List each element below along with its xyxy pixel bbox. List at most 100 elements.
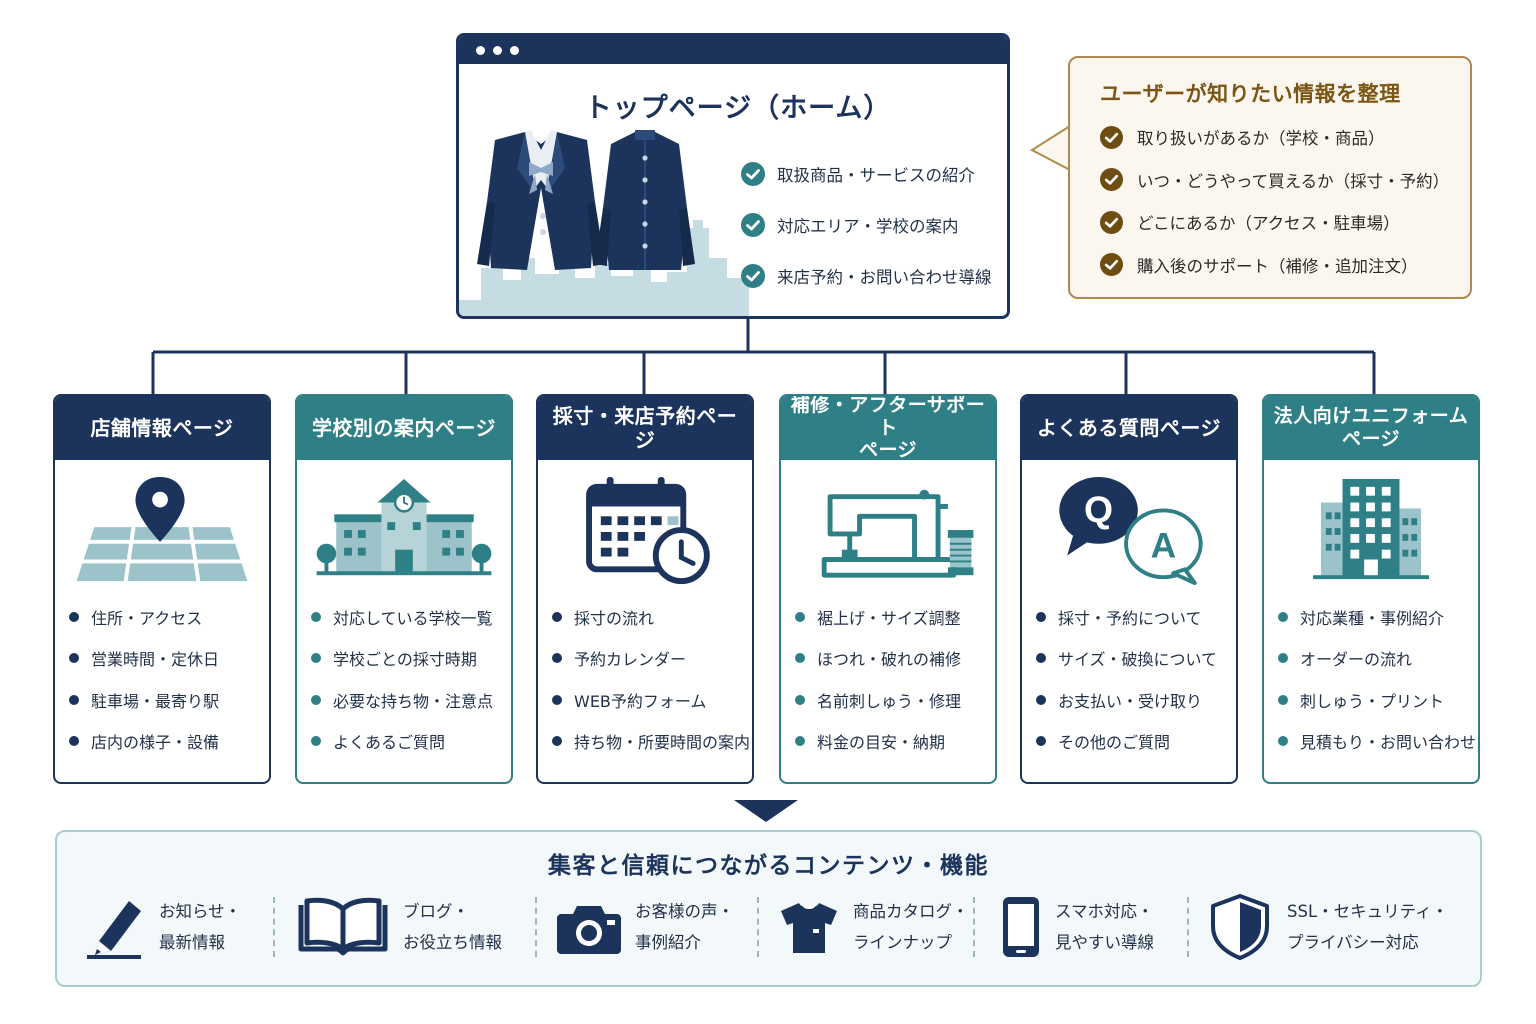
top-feature-item: 来店予約・お問い合わせ導線 xyxy=(741,250,992,301)
card-title-line: ページ xyxy=(858,439,918,462)
list-item: 予約カレンダー xyxy=(552,638,750,680)
user-need-item: いつ・どうやって買えるか（採寸・予約） xyxy=(1100,159,1449,202)
feature-label-line: 最新情報 xyxy=(159,933,225,952)
feature-label: SSL・セキュリティ・ プライバシー対応 xyxy=(1287,896,1448,958)
list-item: 店内の様子・設備 xyxy=(69,721,219,763)
feature-security: SSL・セキュリティ・ プライバシー対応 xyxy=(1211,892,1448,962)
bullet-icon xyxy=(311,653,321,664)
card-title: 補修・アフターサポートページ xyxy=(781,396,995,462)
bullet-icon xyxy=(795,611,805,622)
top-feature-label: 対応エリア・学校の案内 xyxy=(777,216,959,236)
divider xyxy=(273,897,275,957)
user-need-item: 取り扱いがあるか（学校・商品） xyxy=(1100,116,1449,159)
check-circle-icon xyxy=(1100,210,1123,234)
list-item-label: 料金の目安・納期 xyxy=(817,733,946,753)
feature-catalog: 商品カタログ・ ラインナップ xyxy=(779,892,969,962)
list-item-label: 裾上げ・サイズ調整 xyxy=(817,608,961,628)
list-item-label: 必要な持ち物・注意点 xyxy=(333,691,494,711)
tshirt-icon xyxy=(781,903,837,953)
bullet-icon xyxy=(69,736,79,747)
feature-label-line: 事例紹介 xyxy=(635,933,701,952)
feature-label-line: お役立ち情報 xyxy=(403,933,502,952)
feature-label: 商品カタログ・ ラインナップ xyxy=(853,896,969,958)
list-item-label: 採寸の流れ xyxy=(574,608,655,628)
bullet-icon xyxy=(311,736,321,747)
bullet-icon xyxy=(311,611,321,622)
list-item-label: ほつれ・破れの補修 xyxy=(817,650,962,670)
bullet-icon xyxy=(69,653,79,664)
top-feature-label: 取扱商品・サービスの紹介 xyxy=(777,165,975,185)
bullet-icon xyxy=(552,653,562,664)
window-dot-icon xyxy=(510,46,519,55)
top-page-feature-list: 取扱商品・サービスの紹介 対応エリア・学校の案内 来店予約・お問い合わせ導線 xyxy=(741,148,992,301)
list-item: 対応業種・事例紹介 xyxy=(1278,596,1476,638)
feature-label-line: ラインナップ xyxy=(853,933,952,952)
user-need-item: 購入後のサポート（補修・追加注文） xyxy=(1100,244,1449,287)
open-book-icon xyxy=(298,897,388,956)
qa-bubbles-icon: Q A xyxy=(1059,477,1203,586)
check-circle-icon xyxy=(741,161,765,186)
card-title-line: ページ xyxy=(1341,428,1401,450)
feature-label: お知らせ・ 最新情報 xyxy=(159,896,241,958)
feature-blog: ブログ・ お役立ち情報 xyxy=(297,892,502,962)
list-item-label: 採寸・予約について xyxy=(1058,608,1202,628)
divider xyxy=(973,897,975,957)
bullet-icon xyxy=(1278,736,1288,747)
store-info-page-card: 店舗情報ページ 住所・アクセス 営業時間・定休日 駐車場・最寄り駅 店内の様子・… xyxy=(53,394,271,784)
calendar-clock-icon xyxy=(586,477,710,585)
smartphone-icon xyxy=(1003,897,1039,957)
bullet-icon xyxy=(311,694,321,705)
user-need-label: 取り扱いがあるか（学校・商品） xyxy=(1137,129,1385,149)
list-item-label: 見積もり・お問い合わせ xyxy=(1300,733,1477,753)
divider xyxy=(757,897,759,957)
list-item: 住所・アクセス xyxy=(69,596,219,638)
list-item-label: 持ち物・所要時間の案内 xyxy=(574,733,751,753)
card-title-line: 法人向けユニフォーム xyxy=(1273,405,1469,428)
list-item: WEB予約フォーム xyxy=(552,679,750,721)
feature-label: ブログ・ お役立ち情報 xyxy=(403,896,502,958)
list-item: 学校ごとの採寸時期 xyxy=(311,638,493,680)
user-need-item: どこにあるか（アクセス・駐車場） xyxy=(1100,201,1449,244)
camera-icon xyxy=(557,906,621,954)
user-needs-list: 取り扱いがあるか（学校・商品） いつ・どうやって買えるか（採寸・予約） どこにあ… xyxy=(1100,116,1449,286)
card-item-list: 対応業種・事例紹介 オーダーの流れ 刺しゅう・プリント 見積もり・お問い合わせ xyxy=(1278,596,1476,762)
user-needs-bubble: ユーザーが知りたい情報を整理 取り扱いがあるか（学校・商品） いつ・どうやって買… xyxy=(1068,56,1472,299)
divider xyxy=(535,897,537,957)
list-item: 裾上げ・サイズ調整 xyxy=(795,596,961,638)
list-item-label: 刺しゅう・プリント xyxy=(1300,691,1445,711)
card-item-list: 対応している学校一覧 学校ごとの採寸時期 必要な持ち物・注意点 よくあるご質問 xyxy=(311,596,493,762)
repair-support-page-card: 補修・アフターサポートページ 裾上げ・サイズ調整 ほつれ・破れの補修 名前刺しゅ… xyxy=(779,394,997,784)
school-guide-page-card: 学校別の案内ページ 対応している学校一覧 学校ごとの採寸時期 必要な持ち物・注意… xyxy=(295,394,513,784)
bullet-icon xyxy=(795,653,805,664)
list-item-label: 住所・アクセス xyxy=(91,608,203,628)
window-titlebar xyxy=(459,36,1007,64)
bullet-icon xyxy=(1036,736,1046,747)
bullet-icon xyxy=(795,694,805,705)
top-page-window: トップページ（ホーム） xyxy=(456,33,1010,319)
feature-label: お客様の声・ 事例紹介 xyxy=(635,896,734,958)
top-feature-label: 来店予約・お問い合わせ導線 xyxy=(777,267,992,287)
list-item-label: 対応業種・事例紹介 xyxy=(1300,608,1445,628)
bullet-icon xyxy=(1278,653,1288,664)
feature-label-line: SSL・セキュリティ・ xyxy=(1287,902,1449,921)
svg-text:Q: Q xyxy=(1084,488,1113,530)
top-page-title: トップページ（ホーム） xyxy=(584,93,892,124)
school-building-icon xyxy=(316,478,492,576)
list-item: よくあるご質問 xyxy=(311,721,493,763)
check-circle-icon xyxy=(1100,168,1123,192)
card-item-list: 採寸・予約について サイズ・破換について お支払い・受け取り その他のご質問 xyxy=(1036,596,1217,762)
feature-news: お知らせ・ 最新情報 xyxy=(85,892,241,962)
feature-label-line: ブログ・ xyxy=(403,902,469,921)
pencil-icon xyxy=(87,901,141,959)
top-feature-item: 取扱商品・サービスの紹介 xyxy=(741,148,992,199)
bullet-icon xyxy=(1036,611,1046,622)
window-dot-icon xyxy=(476,46,485,55)
bullet-icon xyxy=(1278,611,1288,622)
list-item-label: 営業時間・定休日 xyxy=(91,650,220,670)
feature-label-line: お客様の声・ xyxy=(635,902,734,921)
bullet-icon xyxy=(1278,694,1288,705)
list-item: 採寸・予約について xyxy=(1036,596,1217,638)
faq-page-card: よくある質問ページ Q A 採寸・予約について サイズ・破換について お支払い・… xyxy=(1020,394,1238,784)
card-title: 学校別の案内ページ xyxy=(297,396,511,460)
